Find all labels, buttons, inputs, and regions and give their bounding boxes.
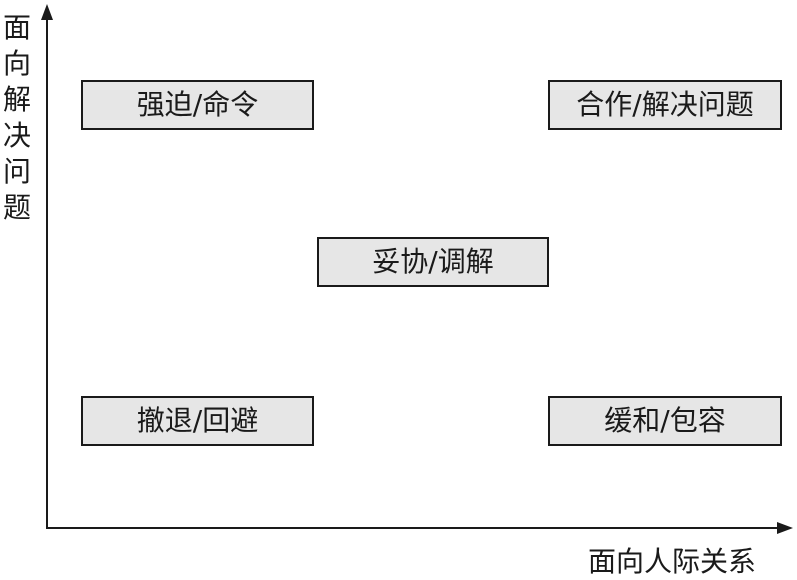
box-withdrawing-avoiding: 撤退/回避 — [81, 396, 314, 446]
x-axis-arrow-icon — [777, 522, 793, 534]
y-axis-arrow-icon — [41, 4, 53, 20]
x-axis-label: 面向人际关系 — [588, 545, 757, 578]
box-forcing-commanding: 强迫/命令 — [81, 80, 314, 130]
box-compromising-reconciling: 妥协/调解 — [317, 237, 549, 287]
box-collaborating-problem-solving: 合作/解决问题 — [548, 80, 782, 130]
y-axis-label: 面向解决问题 — [2, 11, 31, 224]
box-smoothing-accommodating: 缓和/包容 — [548, 396, 782, 446]
